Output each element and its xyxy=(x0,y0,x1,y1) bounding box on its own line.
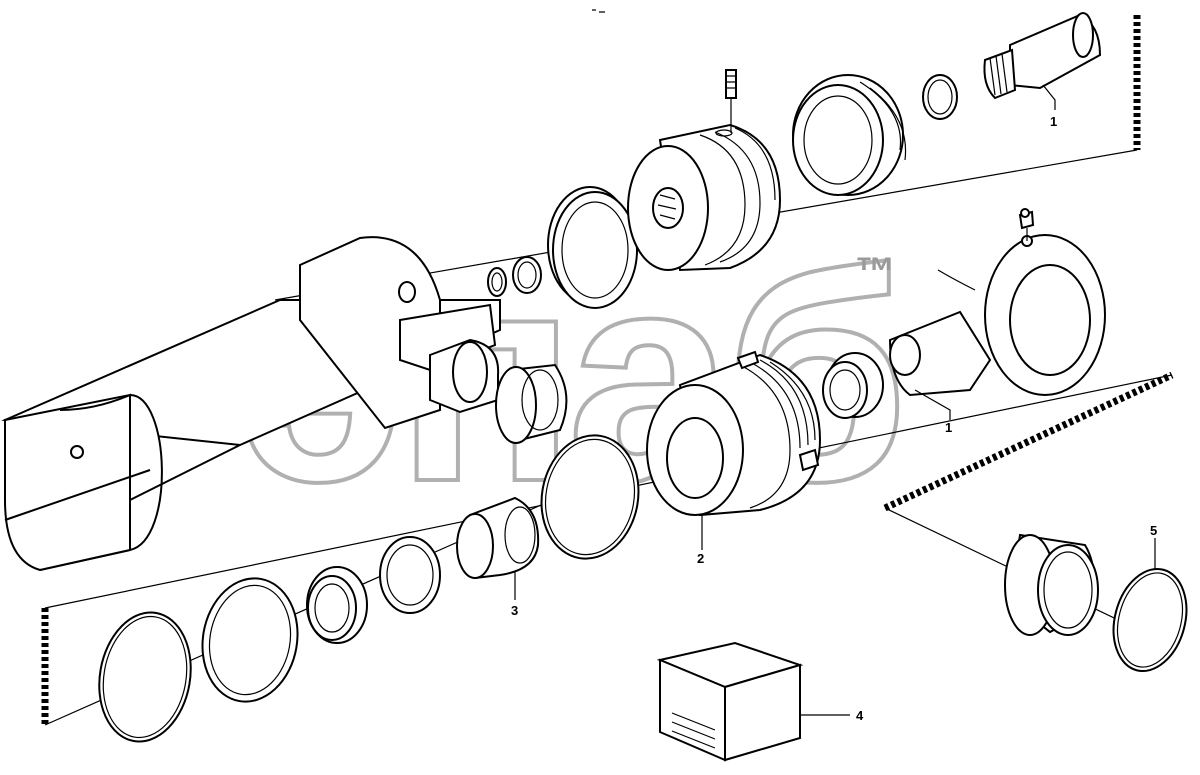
cylinder-gland xyxy=(646,350,822,517)
guide-bushing xyxy=(495,363,568,444)
lower-seal-ring xyxy=(379,536,441,614)
lower-rod-seal xyxy=(306,566,368,644)
rod-eye-bore xyxy=(1009,264,1091,376)
small-o-ring-2 xyxy=(512,256,542,294)
piston-seal xyxy=(792,74,907,196)
eye-bushing xyxy=(1004,533,1099,636)
piston-rod-end xyxy=(983,12,1102,100)
label-rod-eye: 1 xyxy=(945,420,952,435)
rod-wiper-seal xyxy=(822,352,884,419)
barrel-port-hole xyxy=(70,445,84,459)
grease-nipple xyxy=(1018,208,1035,241)
barrel-lower-edge xyxy=(129,444,241,501)
piston-bore xyxy=(652,187,684,229)
watermark-trademark: ™ xyxy=(855,250,895,294)
label-gland: 2 xyxy=(697,551,704,566)
box-right xyxy=(724,663,801,762)
port-fitting-face xyxy=(452,341,488,403)
seal-kit-box xyxy=(656,641,804,762)
lower-backup-ring xyxy=(201,577,299,703)
barrel-mount-hole xyxy=(398,281,416,303)
box-label-lines xyxy=(671,712,716,749)
rod-thread-stub xyxy=(983,48,1017,100)
cylinder-barrel xyxy=(1,236,501,572)
dashed-break-mid-right xyxy=(883,371,1174,512)
barrel-port-fitting xyxy=(429,338,500,414)
gland-threads xyxy=(739,359,816,509)
gland-notch-top xyxy=(736,350,760,370)
lower-o-ring-large xyxy=(98,611,192,743)
small-o-ring-1 xyxy=(487,267,507,297)
rod-eye xyxy=(888,234,1106,397)
label-bushing: 3 xyxy=(511,603,518,618)
eye-retaining-ring xyxy=(1112,567,1188,673)
set-screw xyxy=(725,69,737,133)
gland-notch-side xyxy=(798,448,820,472)
lower-bushing xyxy=(456,496,540,580)
piston-bore-thread xyxy=(657,194,677,220)
piston xyxy=(627,123,782,272)
rod-cut-end xyxy=(1072,12,1094,58)
barrel-edge-line xyxy=(4,469,151,521)
rod-o-ring xyxy=(922,74,958,120)
gland-bore xyxy=(666,417,724,499)
stray-mark xyxy=(592,9,605,13)
label-seal-kit: 4 xyxy=(856,708,864,723)
upper-wear-ring xyxy=(547,186,638,309)
label-top-rod: 1 xyxy=(1050,114,1057,129)
leader-lines xyxy=(514,84,1156,716)
label-eye-bushing: 5 xyxy=(1150,523,1157,538)
piston-grooves xyxy=(699,127,776,266)
callout-labels: 1 1 2 3 4 5 xyxy=(511,114,1157,723)
barrel-cap-edge xyxy=(59,393,131,550)
leader-rod-eye xyxy=(914,269,976,420)
leader-top-rod xyxy=(1042,84,1056,110)
rod-eye-stub xyxy=(889,334,921,376)
large-o-ring-middle xyxy=(540,434,640,560)
piston-setscrew-hole xyxy=(715,129,733,137)
break-lines xyxy=(41,15,1174,725)
